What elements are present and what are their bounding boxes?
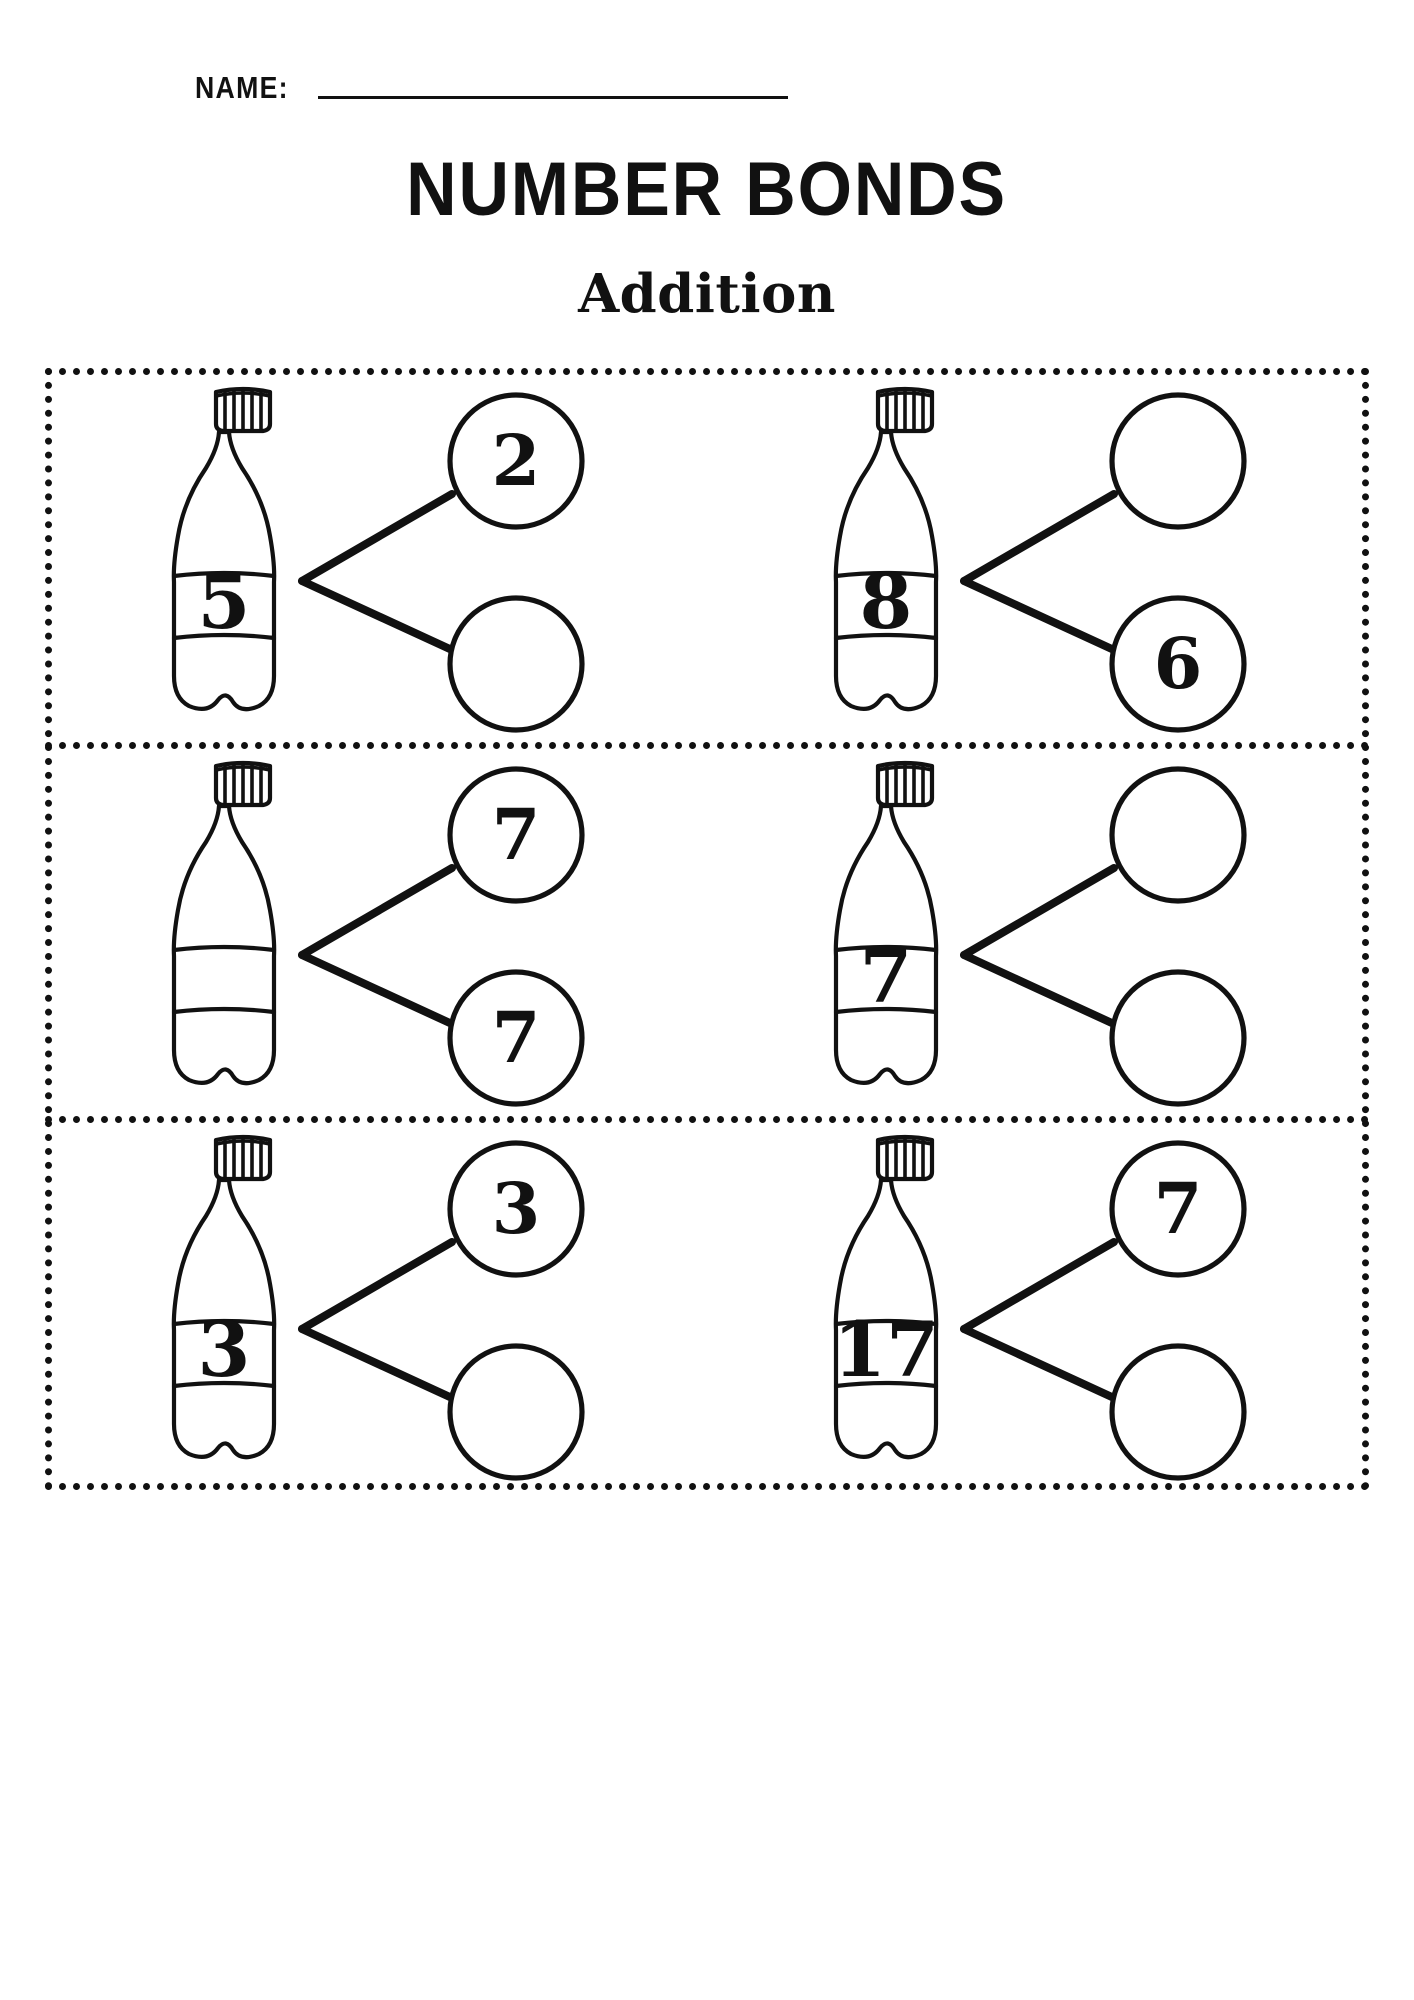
bottle-whole-number: 7: [860, 931, 913, 1020]
answer-circle-bottom[interactable]: 6: [1109, 595, 1247, 733]
answer-circle-top-number: 3: [492, 1167, 541, 1250]
number-bond-problem: 17 7: [818, 1124, 1258, 1482]
problems-frame: 5 2: [45, 368, 1369, 1490]
number-bond-problem: 7 7: [156, 750, 596, 1108]
bond-line-top: [298, 1238, 456, 1333]
water-bottle-icon: 5: [171, 386, 277, 712]
bond-connector-lines: [960, 864, 1118, 1028]
problem-cell: 7 7: [45, 742, 707, 1116]
row-divider-2: [45, 1116, 1369, 1123]
bond-line-top: [960, 1238, 1118, 1333]
bond-line-bottom: [960, 1325, 1118, 1402]
problem-cell: 5 2: [45, 368, 707, 742]
answer-circle-bottom[interactable]: [447, 595, 585, 733]
number-bond-problem: 7: [818, 750, 1258, 1108]
problem-cell: 7: [707, 742, 1369, 1116]
answer-circle-bottom[interactable]: [1109, 969, 1247, 1107]
answer-circle-top[interactable]: 7: [447, 766, 585, 904]
bond-line-top: [960, 864, 1118, 959]
water-bottle-icon: 17: [833, 1134, 939, 1460]
bond-line-top: [960, 490, 1118, 585]
number-bond-problem: 8 6: [818, 376, 1258, 734]
page-title: NUMBER BONDS: [0, 152, 1414, 228]
bond-line-bottom: [298, 1325, 456, 1402]
answer-circle-bottom[interactable]: [1109, 1343, 1247, 1481]
number-bond-problem: 3 3: [156, 1124, 596, 1482]
bond-line-bottom: [960, 951, 1118, 1028]
bond-line-bottom: [960, 577, 1118, 654]
answer-circle-top[interactable]: 7: [1109, 1140, 1247, 1278]
bond-line-top: [298, 864, 456, 959]
water-bottle-icon: 7: [833, 760, 939, 1086]
name-input-line[interactable]: [318, 96, 789, 99]
problem-cell: 3 3: [45, 1116, 707, 1490]
row-divider-1: [45, 742, 1369, 749]
bond-line-bottom: [298, 951, 456, 1028]
water-bottle-icon: 8: [833, 386, 939, 712]
bond-line-bottom: [298, 577, 456, 654]
problem-cell: 17 7: [707, 1116, 1369, 1490]
answer-circle-bottom-number: 6: [1154, 622, 1203, 705]
answer-circle-bottom[interactable]: 7: [447, 969, 585, 1107]
bond-connector-lines: [298, 490, 456, 654]
answer-circle-top[interactable]: [1109, 392, 1247, 530]
name-label: NAME:: [195, 70, 289, 105]
name-field-row: NAME:: [195, 70, 789, 105]
answer-circle-top[interactable]: 2: [447, 392, 585, 530]
problems-grid: 5 2: [45, 368, 1369, 1490]
number-bond-problem: 5 2: [156, 376, 596, 734]
page-title-text: NUMBER BONDS: [406, 147, 1008, 232]
answer-circle-top[interactable]: [1109, 766, 1247, 904]
bottle-whole-number: 8: [860, 557, 913, 646]
page-subtitle: Addition: [578, 263, 836, 325]
answer-circle-top-number: 7: [492, 793, 541, 876]
answer-circle-bottom[interactable]: [447, 1343, 585, 1481]
bond-connector-lines: [298, 864, 456, 1028]
bottle-whole-number: 3: [198, 1305, 251, 1394]
bottle-whole-number: 17: [833, 1305, 939, 1394]
water-bottle-icon: 3: [171, 1134, 277, 1460]
bottle-whole-number: 5: [198, 557, 251, 646]
answer-circle-top-number: 2: [492, 419, 541, 502]
water-bottle-icon: [171, 760, 277, 1086]
bond-connector-lines: [298, 1238, 456, 1402]
answer-circle-top-number: 7: [1154, 1167, 1203, 1250]
bond-connector-lines: [960, 1238, 1118, 1402]
problem-cell: 8 6: [707, 368, 1369, 742]
frame-dotted-border: [45, 368, 1369, 1490]
answer-circle-top[interactable]: 3: [447, 1140, 585, 1278]
bond-connector-lines: [960, 490, 1118, 654]
answer-circle-bottom-number: 7: [492, 996, 541, 1079]
bond-line-top: [298, 490, 456, 585]
